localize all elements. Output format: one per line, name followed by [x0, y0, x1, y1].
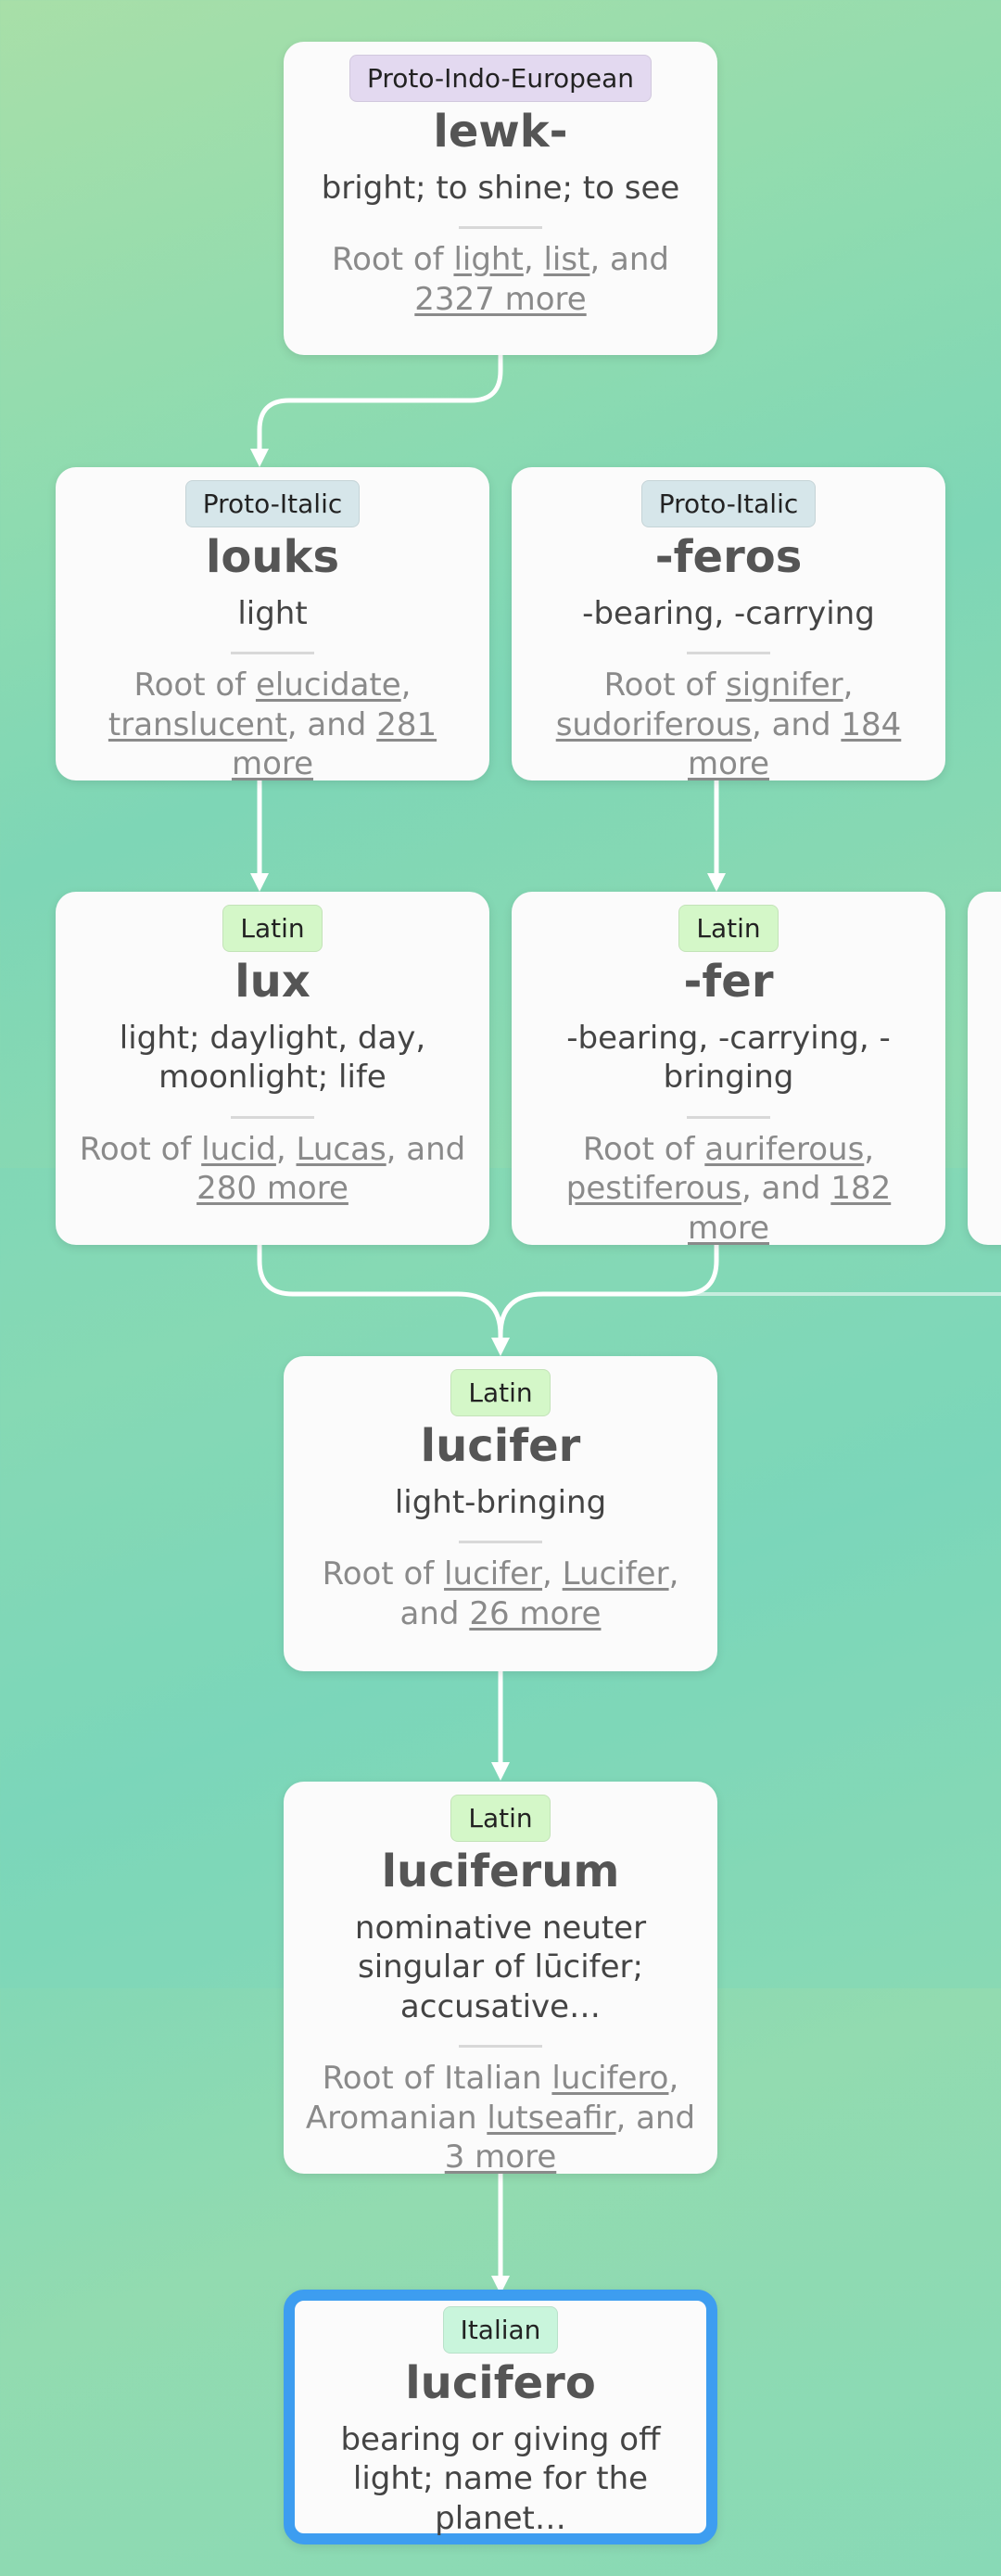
root-link[interactable]: lucifer [444, 1555, 543, 1593]
edge-arrowhead [250, 873, 269, 892]
root-link[interactable]: translucent [108, 705, 287, 743]
node-word: lux [234, 956, 310, 1008]
roots-sep: , and [615, 2099, 696, 2137]
more-link[interactable]: 281 more [231, 705, 437, 783]
language-badge: Latin [450, 1369, 551, 1416]
node-word: louks [205, 531, 340, 583]
node-card-luciferum[interactable]: Latin luciferum nominative neuter singul… [284, 1782, 717, 2177]
node-card-offscreen[interactable] [968, 892, 1001, 1245]
roots-sep: , [400, 666, 412, 704]
node-word: lucifero [405, 2357, 596, 2409]
divider [459, 2045, 542, 2049]
node-gloss: bearing or giving off light; name for th… [340, 2420, 661, 2537]
node-roots: Root of light, list, and 2327 more [300, 240, 701, 319]
root-link[interactable]: light [453, 241, 524, 279]
divider [459, 1541, 542, 1544]
node-word: lewk- [433, 106, 568, 158]
node-gloss: -bearing, -carrying, -bringing [566, 1019, 891, 1097]
roots-sep: , and [751, 705, 842, 743]
root-link[interactable]: lutseafir [487, 2099, 616, 2137]
node-gloss: nominative neuter singular of lūcifer; a… [354, 1909, 647, 2025]
roots-prefix: Root of [332, 241, 454, 279]
node-roots: Root of lucifer, Lucifer, and 26 more [300, 1554, 701, 1633]
root-link[interactable]: sudoriferous [555, 705, 752, 743]
divider [231, 652, 314, 655]
divider [459, 226, 542, 230]
node-card-louks[interactable]: Proto-Italic louks light Root of elucida… [56, 467, 489, 782]
roots-prefix: Root of [133, 666, 256, 704]
root-link[interactable]: lucid [201, 1130, 276, 1168]
node-gloss: -bearing, -carrying [582, 594, 875, 632]
roots-sep: , and [286, 705, 377, 743]
roots-sep: , Aromanian [305, 2060, 679, 2137]
node-word: -fer [683, 956, 774, 1008]
language-badge: Latin [450, 1795, 551, 1842]
node-roots: Root of elucidate, translucent, and 281 … [72, 666, 473, 784]
roots-sep: , [275, 1130, 297, 1168]
more-link[interactable]: 3 more [444, 2138, 557, 2176]
roots-sep: , and [399, 1555, 679, 1632]
more-link[interactable]: 184 more [687, 705, 902, 783]
language-badge: Latin [222, 905, 323, 952]
more-link[interactable]: 280 more [196, 1170, 348, 1208]
node-card-lucifero-selected[interactable]: Italian lucifero bearing or giving off l… [284, 2290, 717, 2544]
roots-prefix: Root of [603, 666, 726, 704]
node-roots: Root of signifer, sudoriferous, and 184 … [528, 666, 929, 784]
root-link[interactable]: list [543, 241, 590, 279]
node-word: lucifer [420, 1420, 581, 1472]
node-gloss: bright; to shine; to see [321, 169, 680, 207]
divider [687, 652, 770, 655]
node-card-lux[interactable]: Latin lux light; daylight, day, moonligh… [56, 892, 489, 1245]
divider [687, 1115, 770, 1119]
node-roots: Root of auriferous, pestiferous, and 182… [528, 1130, 929, 1249]
roots-sep: , [523, 241, 544, 279]
roots-sep: , [843, 666, 854, 704]
node-gloss: light; daylight, day, moonlight; life [119, 1019, 426, 1097]
node-card-lewk[interactable]: Proto-Indo-European lewk- bright; to shi… [284, 42, 717, 355]
roots-prefix: Root of [322, 1555, 445, 1593]
root-link[interactable]: Lucifer [562, 1555, 669, 1593]
language-badge: Proto-Indo-European [348, 55, 653, 102]
node-gloss: light-bringing [394, 1483, 607, 1521]
node-word: -feros [654, 531, 803, 583]
edge-arrowhead [250, 449, 269, 467]
edge-arrowhead [707, 873, 726, 892]
root-link[interactable]: elucidate [255, 666, 401, 704]
divider [231, 1115, 314, 1119]
node-roots: Root of Italian lucifero, Aromanian luts… [300, 2059, 701, 2177]
node-card-fer[interactable]: Latin -fer -bearing, -carrying, -bringin… [512, 892, 945, 1247]
root-link[interactable]: Lucas [296, 1130, 386, 1168]
more-link[interactable]: 182 more [687, 1170, 892, 1247]
roots-sep: , and [741, 1170, 831, 1208]
root-link[interactable]: pestiferous [565, 1170, 741, 1208]
language-badge: Proto-Italic [184, 480, 361, 527]
language-badge: Italian [442, 2306, 559, 2354]
node-card-feros[interactable]: Proto-Italic -feros -bearing, -carrying … [512, 467, 945, 782]
roots-sep: , and [386, 1130, 466, 1168]
node-gloss: light [237, 594, 308, 632]
roots-prefix: Root of [582, 1130, 705, 1168]
root-link[interactable]: auriferous [704, 1130, 865, 1168]
root-link[interactable]: signifer [726, 666, 843, 704]
roots-prefix: Root of Italian [322, 2060, 552, 2098]
more-link[interactable]: 2327 more [414, 280, 587, 318]
node-word: luciferum [381, 1846, 620, 1897]
root-link[interactable]: lucifero [551, 2060, 669, 2098]
roots-sep: , and [589, 241, 669, 279]
node-roots: Root of lucid, Lucas, and 280 more [72, 1130, 473, 1209]
roots-sep: , [542, 1555, 563, 1593]
roots-sep: , [864, 1130, 875, 1168]
more-link[interactable]: 26 more [469, 1594, 602, 1632]
language-badge: Proto-Italic [640, 480, 817, 527]
node-card-lucifer[interactable]: Latin lucifer light-bringing Root of luc… [284, 1356, 717, 1671]
edge-lewk-to-louks [257, 355, 503, 461]
language-badge: Latin [678, 905, 779, 952]
roots-prefix: Root of [79, 1130, 202, 1168]
